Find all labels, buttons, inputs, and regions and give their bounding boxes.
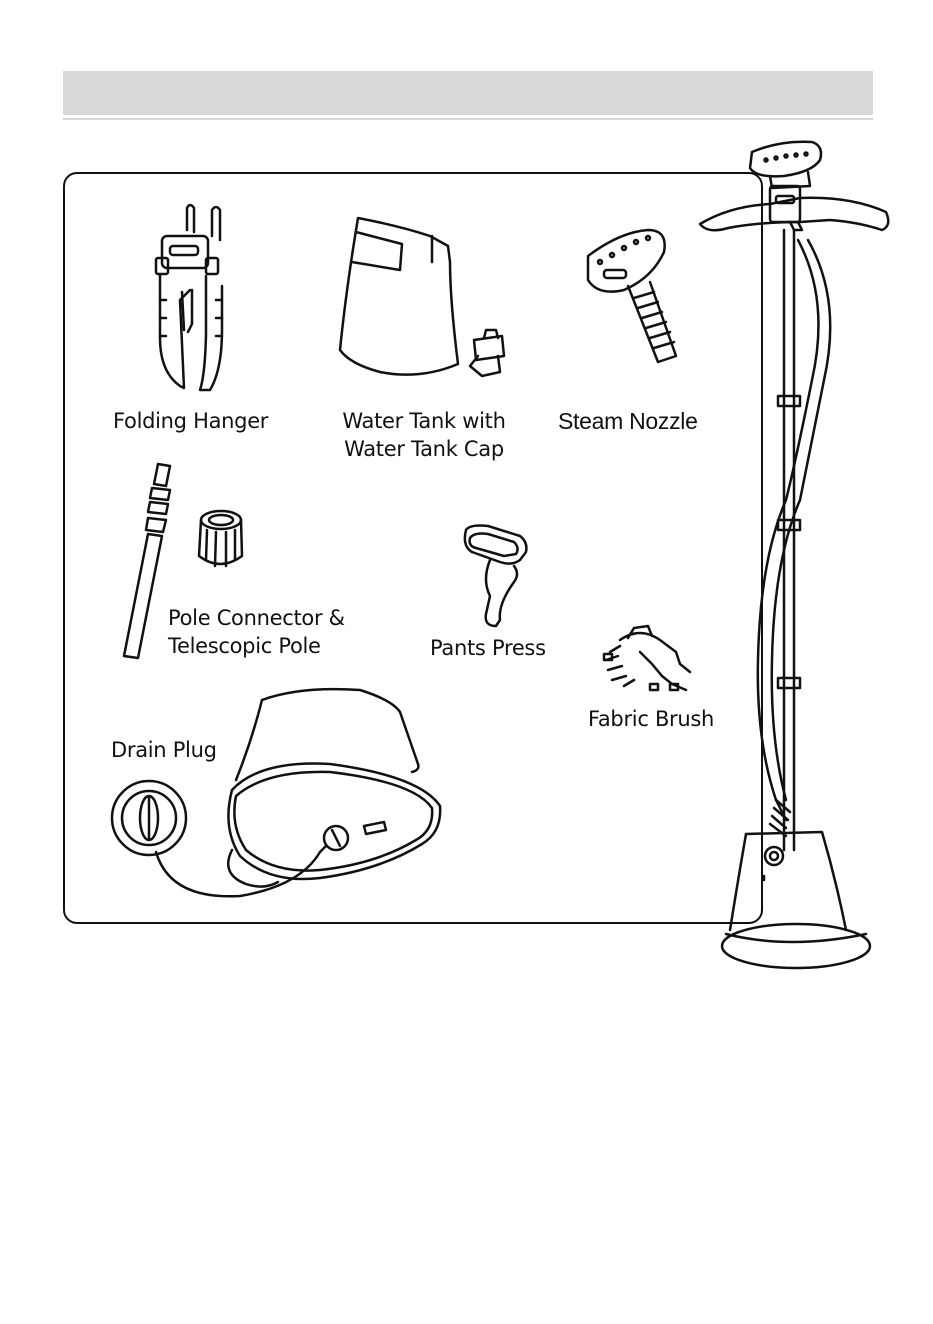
folding-hanger-icon: [156, 205, 222, 390]
label-pants-press: Pants Press: [430, 634, 546, 662]
label-water-tank-line1: Water Tank with: [338, 407, 510, 435]
label-pole-line1: Pole Connector &: [168, 604, 345, 632]
label-pole-line2: Telescopic Pole: [168, 632, 345, 660]
pants-press-icon: [465, 526, 527, 627]
pole-connector-icon: [199, 511, 242, 566]
label-steam-nozzle: Steam Nozzle: [558, 407, 698, 435]
label-water-tank-line2: Water Tank Cap: [338, 435, 510, 463]
steam-nozzle-icon: [588, 230, 676, 362]
label-folding-hanger: Folding Hanger: [113, 407, 268, 435]
label-water-tank: Water Tank with Water Tank Cap: [338, 407, 510, 463]
label-drain-plug: Drain Plug: [111, 736, 217, 764]
base-tank-icon: [228, 689, 440, 886]
fabric-brush-icon: [604, 626, 690, 690]
water-tank-cap-icon: [470, 330, 504, 376]
telescopic-pole-icon: [124, 464, 170, 658]
label-pole: Pole Connector & Telescopic Pole: [168, 604, 345, 660]
water-tank-icon: [340, 218, 458, 375]
garment-steamer-icon: [700, 142, 888, 968]
label-fabric-brush: Fabric Brush: [588, 705, 714, 733]
